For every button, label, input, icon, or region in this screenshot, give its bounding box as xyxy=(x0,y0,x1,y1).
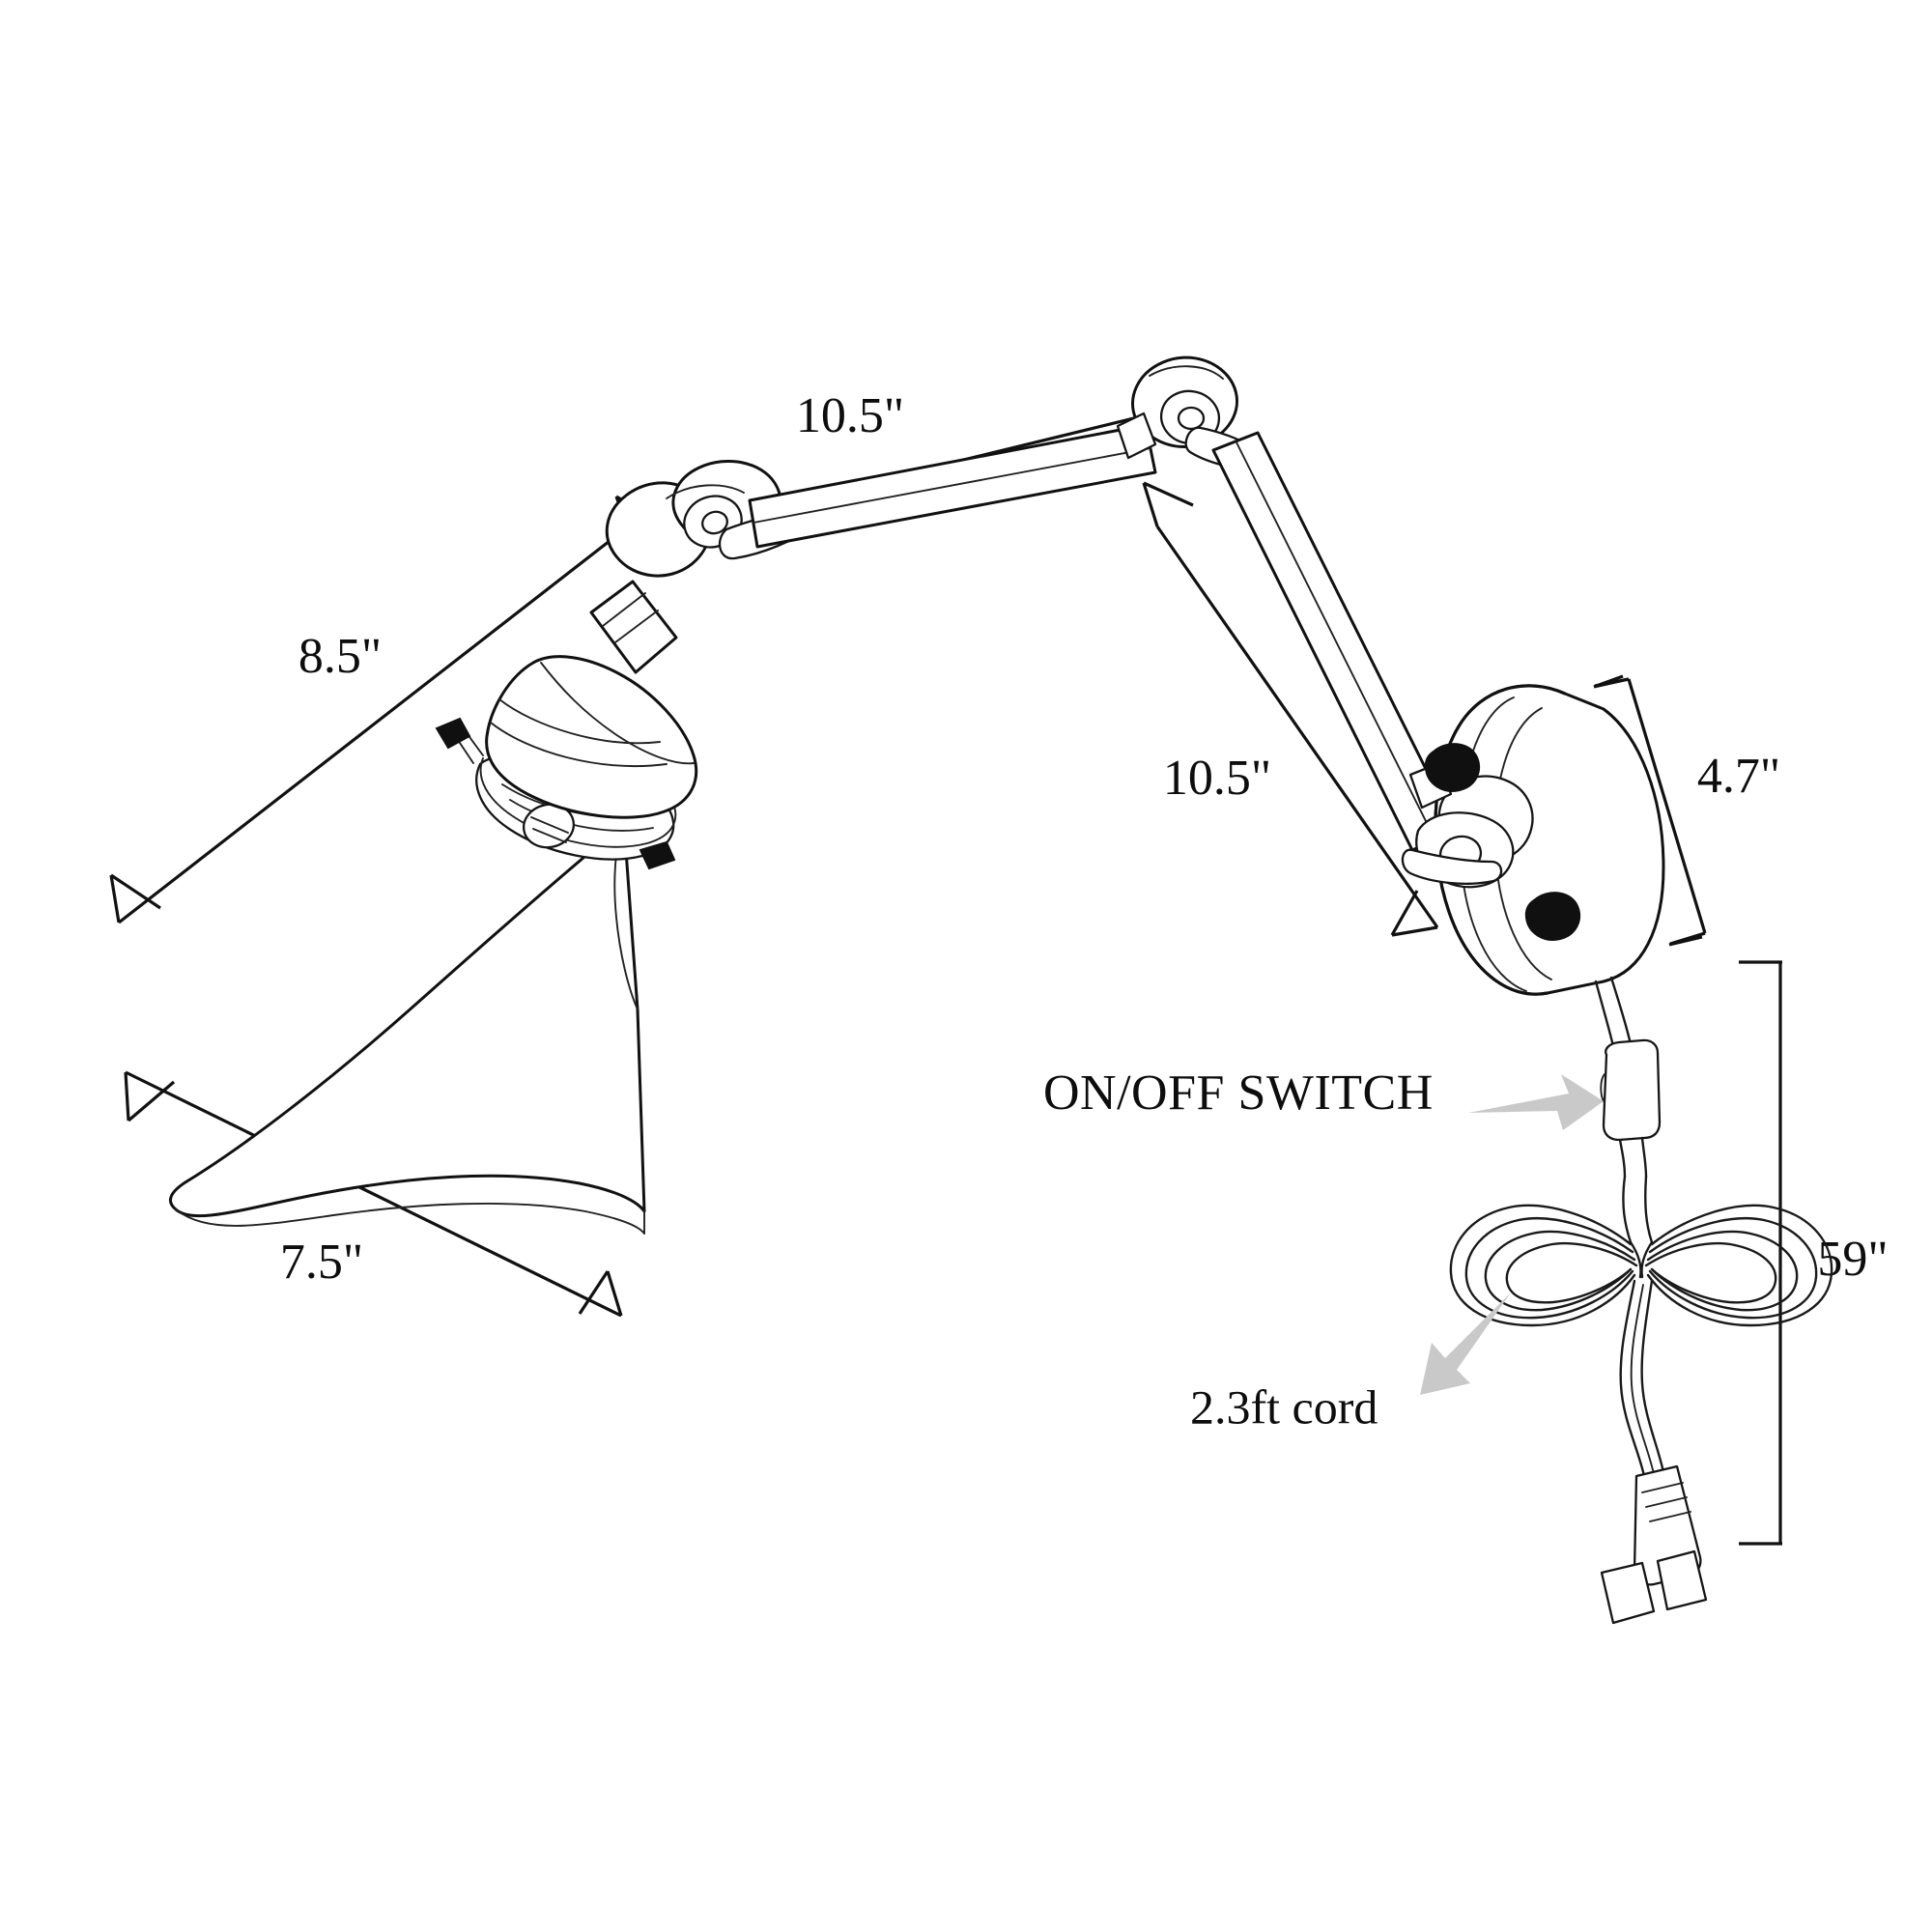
clamp-ring-groove-2 xyxy=(509,799,654,832)
cord-segment-b-left xyxy=(1618,1138,1627,1179)
bow-left-loop-1 xyxy=(1449,1204,1636,1327)
dimension-tick-backplate-bottom-b xyxy=(1669,931,1706,946)
bow-right-loop-4 xyxy=(1644,1241,1777,1304)
inline-switch[interactable] xyxy=(1600,1038,1662,1142)
socket-ring-line-1 xyxy=(498,698,661,745)
dimension-tick-shade-slant-low xyxy=(109,873,161,923)
dimension-label-shade-width: 7.5" xyxy=(280,1235,363,1290)
switch-rocker-notch[interactable] xyxy=(1600,1073,1605,1104)
callout-switch: ON/OFF SWITCH xyxy=(1043,1065,1604,1130)
plug-grip-line-2 xyxy=(1645,1496,1688,1508)
socket-ring-line-2 xyxy=(490,722,668,767)
pivot-lever xyxy=(1401,848,1503,885)
bow-left-loop-4 xyxy=(1505,1241,1638,1304)
bow-knot-right xyxy=(1640,1240,1654,1279)
bow-right-loop-3 xyxy=(1646,1230,1799,1312)
bow-stem-top-left xyxy=(1622,1175,1633,1244)
dimension-line-backplate xyxy=(1627,678,1707,934)
bow-left-loop-3 xyxy=(1484,1230,1636,1312)
dimension-label-backplate: 4.7" xyxy=(1697,749,1780,804)
bow-stem-top-right xyxy=(1644,1175,1654,1244)
dimension-shade-slant: 8.5" xyxy=(109,532,619,924)
callout-arrow-cord xyxy=(1420,1293,1511,1395)
cord-tail xyxy=(1619,1279,1665,1478)
callout-arrow-switch xyxy=(1468,1074,1604,1130)
dimension-total-length: 59" xyxy=(1739,960,1889,1546)
callout-label-cord: 2.3ft cord xyxy=(1190,1379,1378,1434)
switch-body[interactable] xyxy=(1602,1038,1662,1142)
cord-segment-b-right xyxy=(1640,1136,1648,1179)
dimension-label-upper-arm: 10.5" xyxy=(796,388,904,443)
cord-bundle xyxy=(1449,1175,1833,1327)
bow-knot-left xyxy=(1629,1240,1642,1279)
mount-pivot xyxy=(1401,743,1581,941)
dimension-lower-arm: 10.5" xyxy=(1142,481,1439,937)
plug-prong-left xyxy=(1600,1561,1656,1625)
dimension-shade-width: 7.5" xyxy=(124,1070,623,1318)
socket-vertical-crease xyxy=(540,662,695,765)
socket-body xyxy=(485,655,698,819)
clamp-left-bolt xyxy=(435,717,471,750)
cord-tail-center xyxy=(1630,1284,1655,1475)
bow-right-loop-1 xyxy=(1646,1204,1833,1327)
clamp-ring-top-edge xyxy=(479,757,677,848)
swivel-top-highlight xyxy=(666,484,745,499)
clamp-screw-knob xyxy=(523,803,575,849)
shade-bottom-rim xyxy=(175,1202,645,1235)
dimension-tick-lower-top xyxy=(1142,481,1194,527)
upper-arm-center-line xyxy=(753,447,1151,524)
cord-tail-right xyxy=(1640,1279,1665,1474)
dimension-tick-lower-bottom xyxy=(1390,890,1438,937)
dimension-label-total: 59" xyxy=(1817,1232,1888,1287)
clamp-right-bolt xyxy=(639,840,676,870)
plug-grip-line-3 xyxy=(1649,1511,1691,1522)
dimension-line-lower-arm xyxy=(1155,526,1439,928)
dimension-backplate: 4.7" xyxy=(1593,674,1780,947)
swivel-pivot-bolt xyxy=(701,510,728,535)
dimension-tick-shade-width-left xyxy=(124,1071,176,1122)
neck-tube xyxy=(589,580,678,674)
dimension-label-shade-slant: 8.5" xyxy=(298,629,382,684)
upper-arm-tube xyxy=(748,423,1157,549)
dimension-tick-shade-width-right xyxy=(578,1270,623,1317)
neck-rings xyxy=(602,592,659,643)
cord-tail-left xyxy=(1619,1279,1646,1478)
dimension-label-lower-arm: 10.5" xyxy=(1163,751,1271,806)
socket-housing xyxy=(485,655,698,819)
elbow-pivot-bolt xyxy=(1177,406,1206,431)
elbow-top-highlight xyxy=(1149,365,1224,380)
bow-right-loop-2 xyxy=(1648,1217,1818,1320)
plug xyxy=(1600,1464,1708,1625)
socket-neck xyxy=(589,580,678,674)
power-cord-mid xyxy=(1618,1136,1648,1179)
mount-screw-bottom xyxy=(1524,892,1581,941)
bow-left-loop-2 xyxy=(1464,1217,1634,1320)
mount-screw-top xyxy=(1424,743,1481,792)
lower-arm-center-line xyxy=(1236,441,1436,841)
plug-grip-line-1 xyxy=(1641,1482,1684,1493)
clamp-screw-knurl xyxy=(530,816,569,843)
plug-prong-right xyxy=(1656,1549,1708,1611)
dimension-tick-backplate-top xyxy=(1594,677,1630,688)
elbow-collar xyxy=(1116,412,1157,460)
callout-cord: 2.3ft cord xyxy=(1190,1293,1511,1434)
dimension-line-shade-width xyxy=(125,1070,622,1318)
dimension-line-shade-slant xyxy=(118,532,619,924)
callout-label-switch: ON/OFF SWITCH xyxy=(1043,1065,1434,1121)
